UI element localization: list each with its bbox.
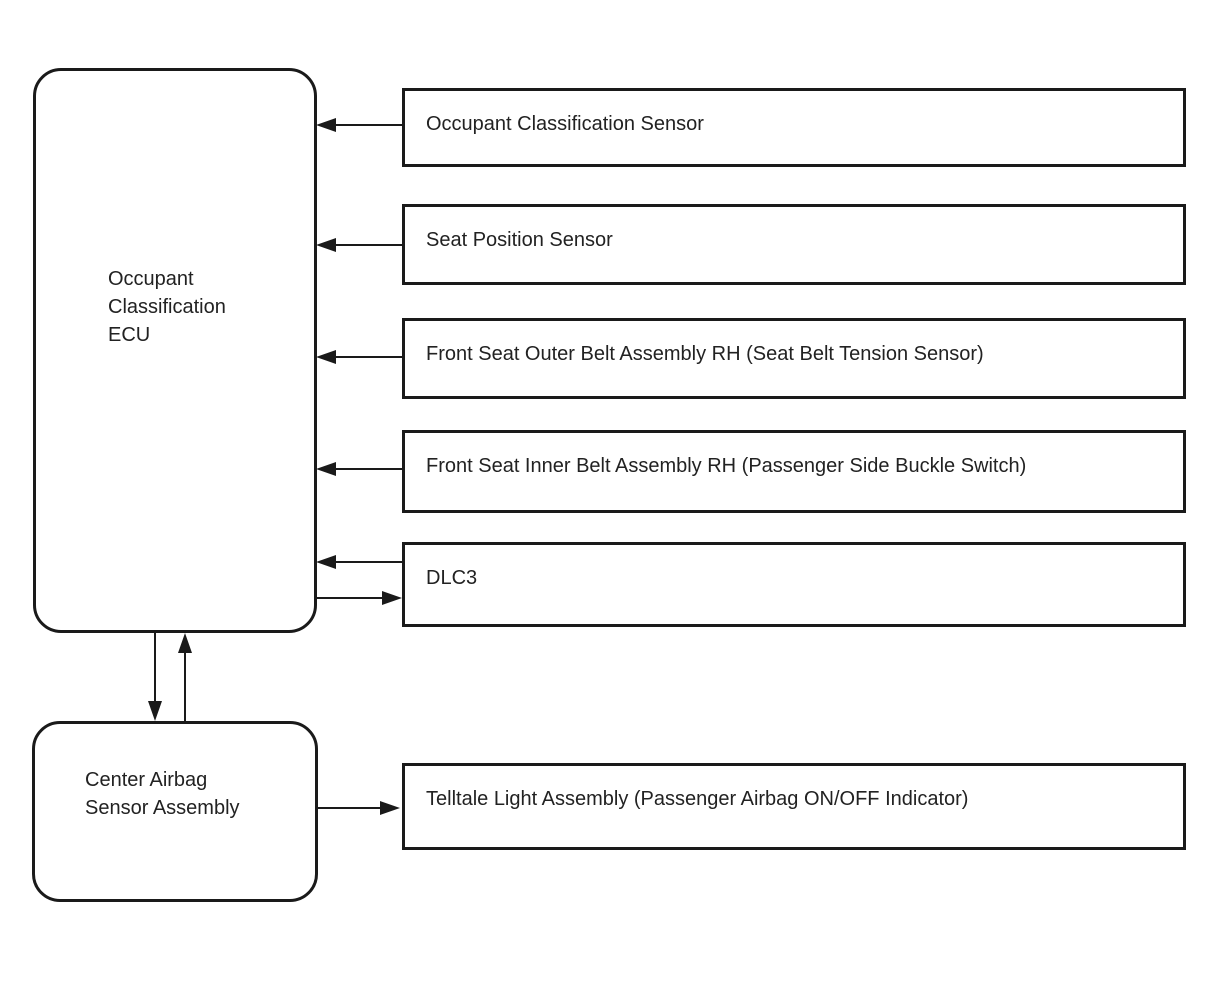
seat-position-sensor-label: Seat Position Sensor <box>426 229 613 251</box>
arrowhead-left-icon <box>316 238 336 252</box>
node-front-seat-outer-belt-assembly: Front Seat Outer Belt Assembly RH (Seat … <box>402 318 1186 399</box>
connector-outer-belt-to-ecu-line <box>332 356 402 358</box>
ecu-label-line2: Classification <box>108 296 226 318</box>
connector-inner-belt-to-ecu-line <box>332 468 402 470</box>
arrowhead-left-icon <box>316 462 336 476</box>
arrowhead-left-icon <box>316 118 336 132</box>
connector-ecu-to-dlc3-line <box>316 597 384 599</box>
node-center-airbag-sensor-assembly: Center Airbag Sensor Assembly <box>32 721 318 902</box>
ecu-label-line1: Occupant <box>108 268 194 290</box>
telltale-light-label: Telltale Light Assembly (Passenger Airba… <box>426 788 969 810</box>
node-front-seat-inner-belt-assembly: Front Seat Inner Belt Assembly RH (Passe… <box>402 430 1186 513</box>
arrowhead-right-icon <box>382 591 402 605</box>
center-airbag-label: Center Airbag Sensor Assembly <box>85 766 240 822</box>
center-airbag-label-line2: Sensor Assembly <box>85 797 240 819</box>
arrowhead-up-icon <box>178 633 192 653</box>
connector-ecu-to-center-line <box>154 633 156 703</box>
dlc3-label: DLC3 <box>426 567 478 589</box>
connector-center-to-telltale-line <box>318 807 382 809</box>
occupant-classification-sensor-label: Occupant Classification Sensor <box>426 113 704 135</box>
arrowhead-left-icon <box>316 350 336 364</box>
connector-dlc3-to-ecu-line <box>332 561 402 563</box>
node-occupant-classification-ecu: Occupant Classification ECU <box>33 68 317 633</box>
arrowhead-down-icon <box>148 701 162 721</box>
ecu-label: Occupant Classification ECU <box>108 265 226 349</box>
connector-sps-to-ecu-line <box>332 244 402 246</box>
node-dlc3: DLC3 <box>402 542 1186 627</box>
center-airbag-label-line1: Center Airbag <box>85 769 208 791</box>
node-seat-position-sensor: Seat Position Sensor <box>402 204 1186 285</box>
ecu-label-line3: ECU <box>108 324 151 346</box>
connector-center-to-ecu-line <box>184 651 186 721</box>
connector-ocs-to-ecu-line <box>332 124 402 126</box>
arrowhead-right-icon <box>380 801 400 815</box>
arrowhead-left-icon <box>316 555 336 569</box>
front-seat-inner-belt-label: Front Seat Inner Belt Assembly RH (Passe… <box>426 455 1027 477</box>
front-seat-outer-belt-label: Front Seat Outer Belt Assembly RH (Seat … <box>426 343 984 365</box>
node-occupant-classification-sensor: Occupant Classification Sensor <box>402 88 1186 167</box>
node-telltale-light-assembly: Telltale Light Assembly (Passenger Airba… <box>402 763 1186 850</box>
